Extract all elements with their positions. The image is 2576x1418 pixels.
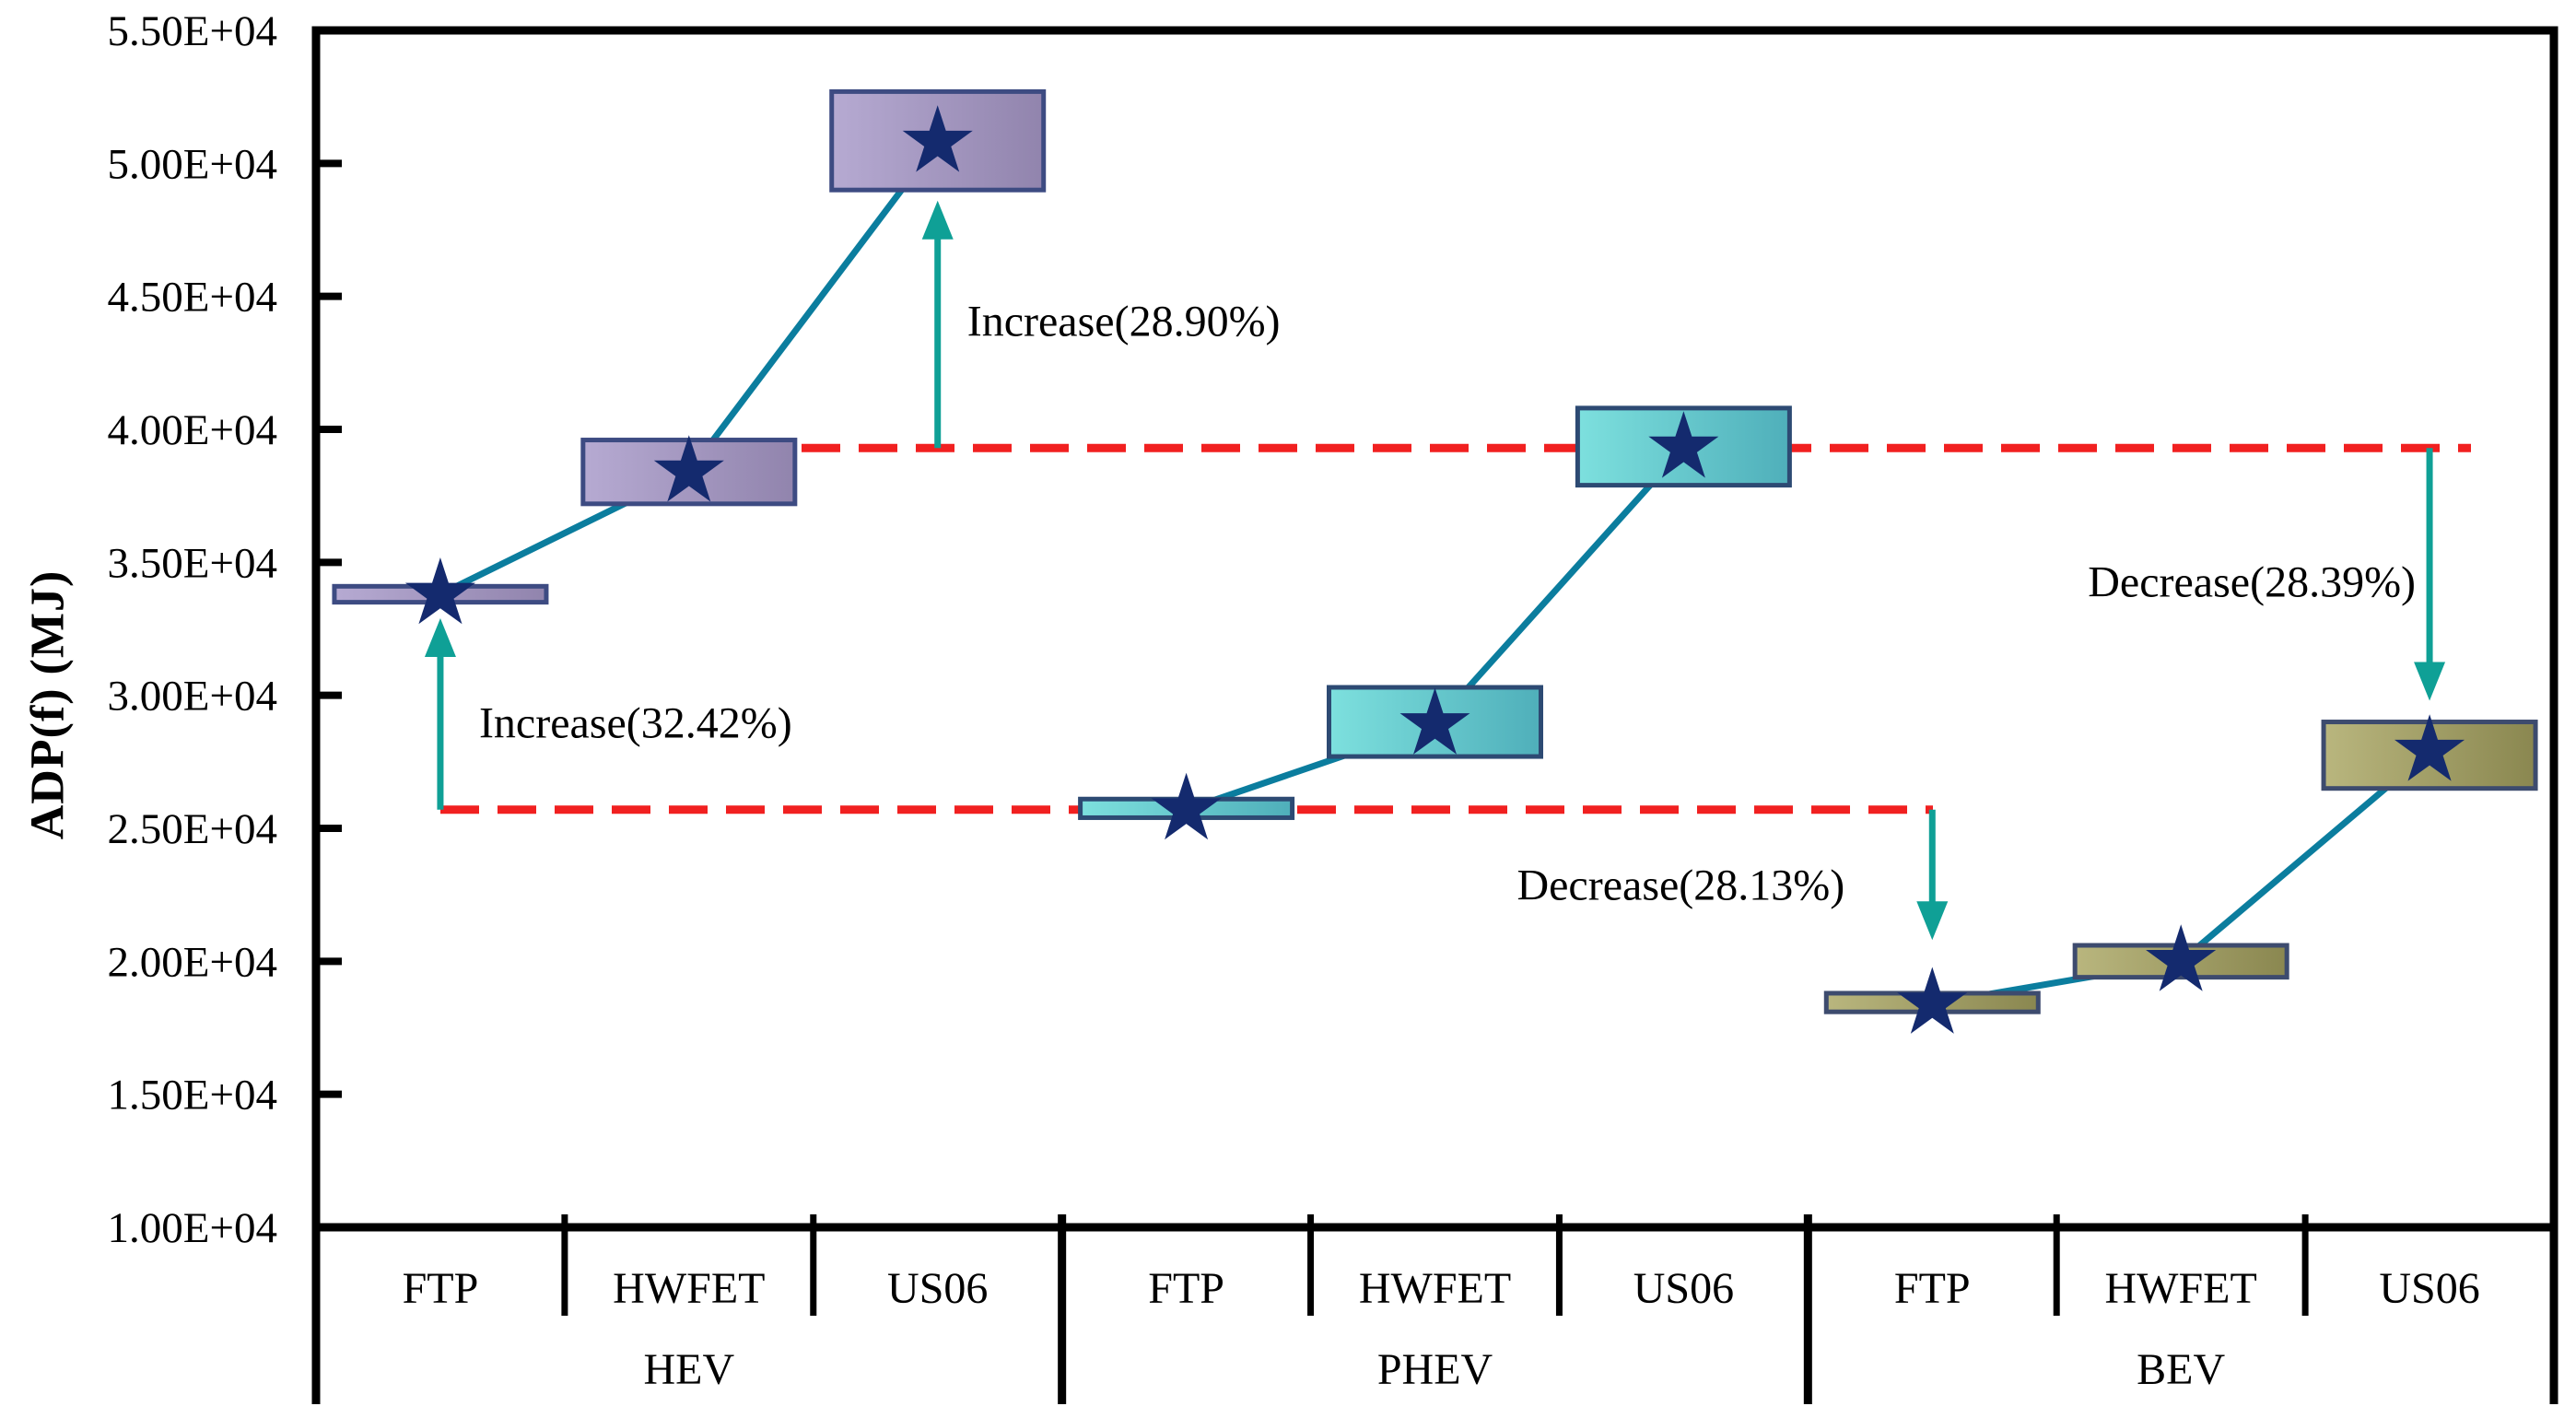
change-arrow-head [424, 617, 456, 657]
cycle-label: US06 [2379, 1264, 2479, 1313]
y-tick-label: 5.50E+04 [108, 7, 277, 55]
cycle-label: FTP [1148, 1264, 1224, 1313]
cycle-label: HWFET [1359, 1264, 1511, 1313]
cycle-label: FTP [403, 1264, 479, 1313]
star-marker-BEV-HWFET [2146, 924, 2217, 991]
annotation-label: Decrease(28.39%) [2088, 558, 2416, 607]
star-marker-HEV-US06 [902, 105, 973, 172]
group-label: HEV [644, 1345, 735, 1394]
y-tick-label: 4.50E+04 [108, 274, 277, 322]
y-tick-label: 2.50E+04 [108, 805, 277, 853]
group-label: BEV [2137, 1345, 2225, 1394]
y-tick-label: 3.00E+04 [108, 673, 277, 721]
annotation-label: Increase(32.42%) [479, 699, 792, 748]
star-marker-BEV-US06 [2395, 714, 2465, 781]
trend-line-HEV [439, 140, 941, 598]
plot-border [311, 26, 2558, 1232]
annotation-label: Decrease(28.13%) [1516, 861, 1844, 910]
cycle-label: FTP [1894, 1264, 1971, 1313]
y-tick-label: 2.00E+04 [108, 938, 277, 986]
star-marker-HEV-HWFET [653, 435, 724, 502]
star-marker-PHEV-HWFET [1399, 687, 1470, 755]
y-tick-label: 1.50E+04 [108, 1072, 277, 1119]
cycle-label: US06 [1633, 1264, 1734, 1313]
star-marker-PHEV-US06 [1648, 411, 1719, 478]
cycle-label: HWFET [613, 1264, 765, 1313]
change-arrow-head [921, 200, 954, 240]
cycle-label: HWFET [2105, 1264, 2257, 1313]
annotation-label: Increase(28.90%) [967, 298, 1281, 346]
star-marker-BEV-FTP [1897, 967, 1968, 1034]
change-arrow-head [2414, 662, 2446, 701]
y-tick-label: 1.00E+04 [108, 1204, 277, 1252]
y-tick-label: 4.00E+04 [108, 406, 277, 454]
cycle-label: US06 [887, 1264, 988, 1313]
star-marker-PHEV-FTP [1151, 772, 1222, 840]
y-tick-label: 5.00E+04 [108, 140, 277, 188]
y-tick-label: 3.50E+04 [108, 539, 277, 587]
group-label: PHEV [1377, 1345, 1493, 1394]
change-arrow-head [1916, 901, 1949, 941]
star-marker-HEV-FTP [404, 557, 475, 625]
